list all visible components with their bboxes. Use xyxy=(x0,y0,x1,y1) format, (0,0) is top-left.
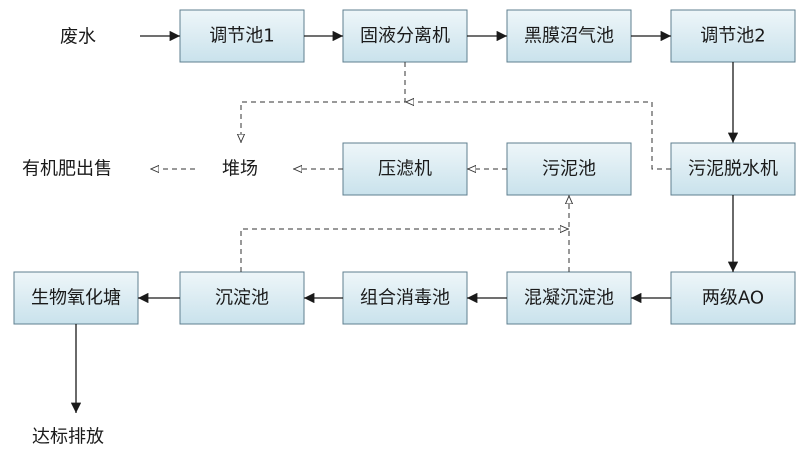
arrow-separator-yard xyxy=(241,62,406,143)
disinfect-label: 组合消毒池 xyxy=(360,288,450,309)
sludgetank-node[interactable]: 污泥池 xyxy=(506,142,632,196)
coag-node[interactable]: 混凝沉淀池 xyxy=(506,271,632,325)
disinfect-node[interactable]: 组合消毒池 xyxy=(342,271,468,325)
ao-node[interactable]: 两级AO xyxy=(670,271,796,325)
biogas-node[interactable]: 黑膜沼气池 xyxy=(506,9,632,63)
sediment-node[interactable]: 沉淀池 xyxy=(179,271,305,325)
ao-label: 两级AO xyxy=(702,288,764,309)
tank1-node[interactable]: 调节池1 xyxy=(179,9,305,63)
separator-label: 固液分离机 xyxy=(360,26,450,47)
arrow-sediment-sludge xyxy=(240,229,569,272)
wastewater-label: 废水 xyxy=(60,27,96,48)
biogas-label: 黑膜沼气池 xyxy=(524,26,614,47)
tank1-label: 调节池1 xyxy=(209,26,274,47)
pond-label: 生物氧化塘 xyxy=(31,288,121,309)
yard-label: 堆场 xyxy=(222,159,258,180)
discharge-label: 达标排放 xyxy=(32,427,104,448)
coag-label: 混凝沉淀池 xyxy=(524,288,614,309)
arrow-dewater-junction xyxy=(405,102,671,170)
tank2-node[interactable]: 调节池2 xyxy=(670,9,796,63)
sludgetank-label: 污泥池 xyxy=(542,159,596,180)
fertilizer-label: 有机肥出售 xyxy=(22,159,112,180)
pond-node[interactable]: 生物氧化塘 xyxy=(13,271,139,325)
filterpress-node[interactable]: 压滤机 xyxy=(342,142,468,196)
dewater-label: 污泥脱水机 xyxy=(688,159,778,180)
tank2-label: 调节池2 xyxy=(700,26,765,47)
filterpress-label: 压滤机 xyxy=(378,159,432,180)
dewater-node[interactable]: 污泥脱水机 xyxy=(670,142,796,196)
separator-node[interactable]: 固液分离机 xyxy=(342,9,468,63)
sediment-label: 沉淀池 xyxy=(215,288,269,309)
